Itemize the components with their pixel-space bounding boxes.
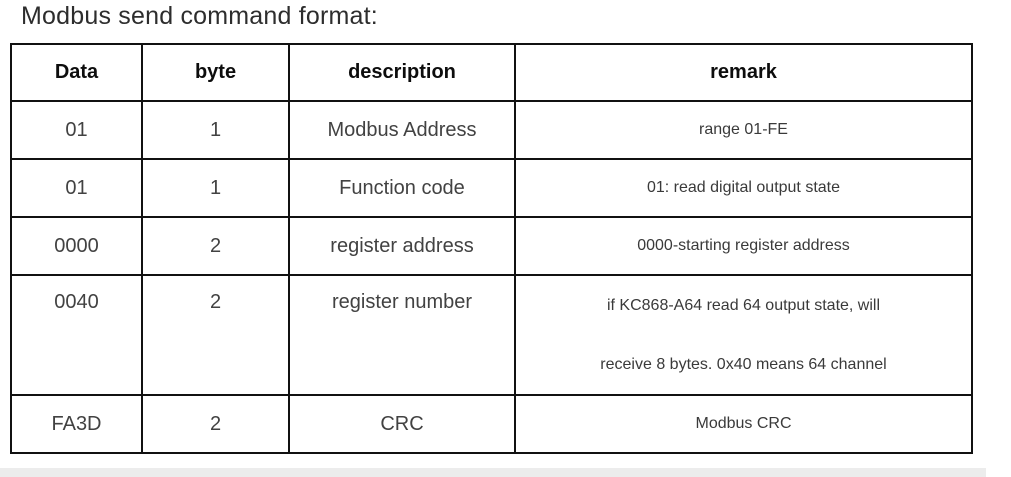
cell-description: register number — [288, 274, 516, 396]
table-row: 01 1 Modbus Address range 01-FE — [10, 100, 973, 160]
cell-byte-value: 2 — [209, 291, 222, 313]
cell-byte: 1 — [141, 158, 290, 218]
column-header-data: Data — [10, 43, 143, 102]
cell-remark-line-1: if KC868-A64 read 64 output state, will — [606, 297, 881, 314]
column-header-remark: remark — [514, 43, 973, 102]
table-row: 0040 2 register number if KC868-A64 read… — [10, 274, 973, 396]
table-header-row: Data byte description remark — [10, 43, 973, 102]
cell-data-value: 0040 — [54, 291, 99, 313]
cell-byte: 2 — [141, 216, 290, 276]
table-row: 0000 2 register address 0000-starting re… — [10, 216, 973, 276]
cell-description: Function code — [288, 158, 516, 218]
cell-data: 01 — [10, 100, 143, 160]
cell-byte: 2 — [141, 274, 290, 396]
cell-data: 0040 — [10, 274, 143, 396]
cell-data: 0000 — [10, 216, 143, 276]
cell-description: register address — [288, 216, 516, 276]
cell-data: FA3D — [10, 394, 143, 454]
modbus-command-table: Data byte description remark 01 1 Modbus… — [10, 43, 973, 454]
cell-remark: if KC868-A64 read 64 output state, will … — [514, 274, 973, 396]
cell-remark: 0000-starting register address — [514, 216, 973, 276]
cell-data: 01 — [10, 158, 143, 218]
cell-description-value: register number — [331, 291, 473, 313]
cell-byte: 1 — [141, 100, 290, 160]
cell-remark: Modbus CRC — [514, 394, 973, 454]
column-header-byte: byte — [141, 43, 290, 102]
column-header-description: description — [288, 43, 516, 102]
page-title: Modbus send command format: — [21, 2, 378, 30]
cell-description: Modbus Address — [288, 100, 516, 160]
cell-byte: 2 — [141, 394, 290, 454]
cell-remark-line-2: receive 8 bytes. 0x40 means 64 channel — [600, 356, 887, 373]
cell-description: CRC — [288, 394, 516, 454]
table-row: 01 1 Function code 01: read digital outp… — [10, 158, 973, 218]
cell-remark: 01: read digital output state — [514, 158, 973, 218]
table-row: FA3D 2 CRC Modbus CRC — [10, 394, 973, 454]
page-bottom-edge — [0, 468, 986, 477]
cell-remark: range 01-FE — [514, 100, 973, 160]
